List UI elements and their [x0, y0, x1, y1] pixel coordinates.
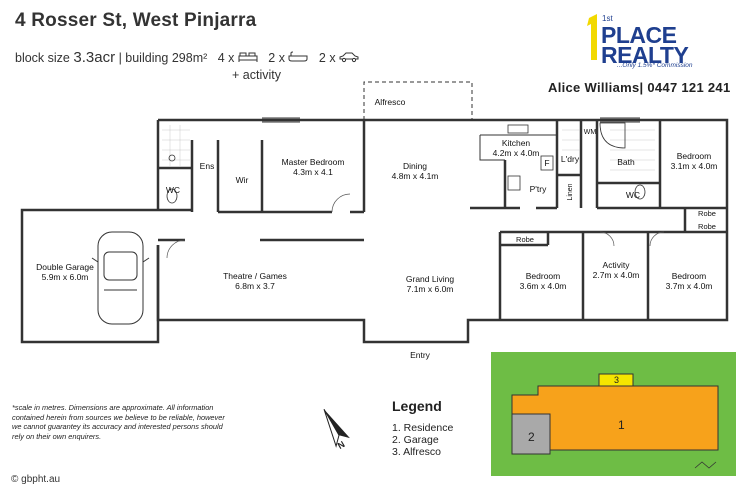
garage-wall: [20, 208, 160, 344]
bedroom-count: 4 x: [217, 51, 235, 65]
windows: [262, 117, 640, 123]
robe-label-2: Robe: [698, 222, 716, 231]
legend-item: 1. Residence: [392, 422, 454, 434]
block-size-label: block size: [15, 51, 70, 65]
garage-name: Double Garage: [36, 262, 94, 272]
grand-living-size: 7.1m x 6.0m: [406, 284, 454, 294]
fridge-label: F: [544, 158, 550, 168]
master-bedroom-size: 4.3m x 4.1: [293, 167, 333, 177]
cooktop-icon: [507, 175, 521, 191]
website-credit: © gbpht.au: [11, 474, 61, 485]
kitchen-bench: [479, 134, 557, 161]
alfresco-label: Alfresco: [374, 97, 406, 107]
dining-size: 4.8m x 4.1m: [391, 171, 439, 181]
bedroom-4-size: 3.7m x 4.0m: [665, 281, 713, 291]
bed-icon: [238, 52, 258, 62]
site-garage: [511, 413, 551, 455]
master-bedroom-name: Master Bedroom: [281, 157, 345, 167]
grand-living-name: Grand Living: [405, 274, 455, 284]
car-icon: [339, 52, 359, 63]
activity-name: Activity: [602, 260, 630, 270]
site-alfresco: [598, 373, 634, 387]
alfresco-outline: [363, 81, 473, 120]
site-label-alfresco: 3: [614, 375, 620, 385]
door-swing-3: [649, 231, 665, 247]
property-summary: block size 3.3acr | building 298m² 4 x 2…: [15, 49, 359, 66]
sink-icon: [507, 124, 529, 134]
wir-label: Wir: [235, 175, 249, 185]
bedroom-3-name: Bedroom: [525, 271, 561, 281]
basin-icon: [168, 154, 176, 162]
legend-item: 3. Alfresco: [392, 446, 442, 458]
bedroom-3-size: 3.6m x 4.0m: [519, 281, 567, 291]
kitchen-size: 4.2m x 4.0m: [492, 148, 540, 158]
theatre-size: 6.8m x 3.7: [235, 281, 275, 291]
toilet-icon: [634, 184, 646, 200]
robe-label-3: Robe: [516, 235, 534, 244]
extra-feature: + activity: [232, 68, 281, 82]
theatre-name: Theatre / Games: [223, 271, 287, 281]
logo-tagline: ...Only 1.5%* Commission: [617, 62, 693, 69]
site-driveway-marker: [694, 461, 717, 469]
bath-icon: [288, 51, 308, 62]
garage-size: 5.9m x 6.0m: [41, 272, 89, 282]
door-swing-4: [599, 231, 615, 247]
site-label-garage: 2: [528, 430, 535, 444]
bathroom-count: 2 x: [268, 51, 285, 65]
property-address: 4 Rosser St, West Pinjarra: [15, 10, 257, 31]
bedroom-2-name: Bedroom: [676, 151, 712, 161]
bedroom-4-name: Bedroom: [671, 271, 707, 281]
logo-line-1: PLACE: [601, 22, 677, 48]
door-swing-2: [166, 239, 186, 259]
robe-label-1: Robe: [698, 209, 716, 218]
shower-icon: [599, 122, 626, 149]
activity-size: 2.7m x 4.0m: [592, 270, 640, 280]
logo-small-text: 1st: [602, 14, 613, 23]
fridge-space: [540, 155, 554, 171]
ensuite-label: Ens: [199, 161, 215, 171]
laundry-label: L'dry: [560, 154, 580, 164]
agency-logo: 1st PLACE REALTY ...Only 1.5%* Commissio…: [583, 12, 708, 74]
legend-title: Legend: [392, 398, 442, 414]
house-outer-wall: [156, 118, 729, 344]
toilet-icon-2: [166, 188, 178, 204]
door-swing: [331, 193, 351, 213]
site-label-residence: 1: [618, 418, 625, 432]
logo-number-one-icon: [587, 14, 597, 60]
entry-label: Entry: [410, 350, 430, 360]
north-arrow-icon: [323, 408, 350, 448]
car-icon-garage: [91, 231, 150, 325]
disclaimer-note: *scale in metres. Dimensions are approxi…: [12, 403, 225, 441]
kitchen-name: Kitchen: [501, 138, 531, 148]
wc-label-2: WC: [625, 190, 641, 200]
ensuite-tiles: [162, 125, 655, 171]
dining-name: Dining: [402, 161, 428, 171]
car-count: 2 x: [318, 51, 336, 65]
washing-machine-label: WM: [583, 129, 597, 136]
bath-label: Bath: [617, 157, 635, 167]
logo-line-2: REALTY: [601, 42, 689, 68]
block-size-value: 3.3acr: [73, 49, 116, 66]
agent-contact: Alice Williams| 0447 121 241: [548, 80, 731, 95]
legend-item: 2. Garage: [392, 434, 439, 446]
bedroom-2-size: 3.1m x 4.0m: [670, 161, 718, 171]
building-size: | building 298m²: [118, 51, 208, 65]
pantry-label: P'try: [529, 184, 547, 194]
wc-label-1: WC: [165, 185, 181, 195]
linen-label: Linen: [567, 183, 574, 201]
